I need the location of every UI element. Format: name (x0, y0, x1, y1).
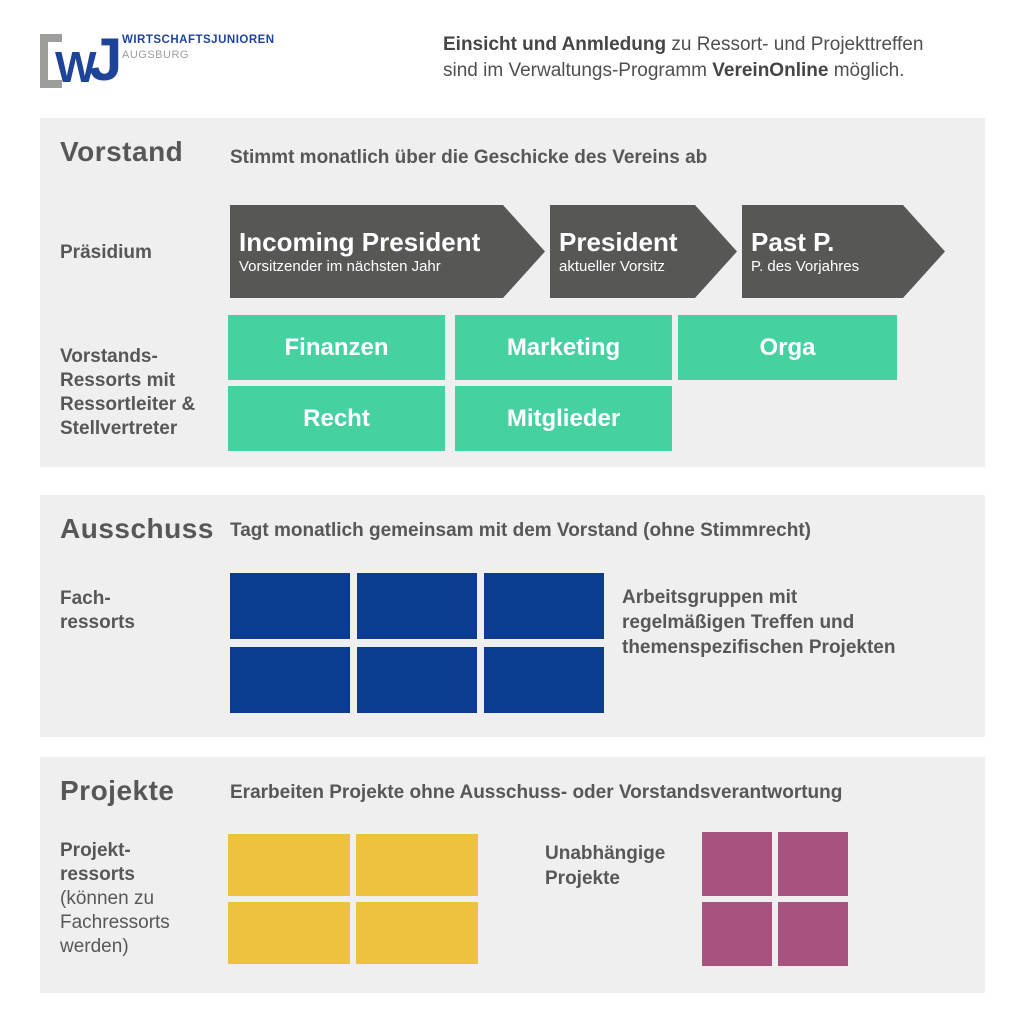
header-note-pre2: sind im Verwaltungs-Programm (443, 60, 713, 81)
arrow-past-president-subtitle: P. des Vorjahres (751, 257, 860, 275)
projektressorts-label: Projekt- ressorts (können zu Fachressort… (60, 839, 170, 959)
fachressort-box (230, 647, 350, 713)
section-ausschuss: Ausschuss Tagt monatlich gemeinsam mit d… (40, 495, 985, 737)
unabhaengige-projekte-label: Unabhängige Projekte (545, 843, 666, 889)
projektressort-box (356, 834, 478, 896)
arrow-incoming-president-title: Incoming President (239, 226, 481, 257)
logo-org-name: WIRTSCHAFTSJUNIOREN (122, 34, 275, 46)
independent-project-box (702, 832, 772, 896)
arrow-incoming-president: Incoming President Vorsitzender im nächs… (230, 205, 545, 298)
logo-wordmark: WIRTSCHAFTSJUNIOREN AUGSBURG (122, 34, 275, 62)
fachressort-box (230, 573, 350, 639)
wj-logo: W J (40, 30, 130, 105)
fachressort-box (357, 573, 477, 639)
projektressorts-label-bold: Projekt- ressorts (60, 840, 135, 885)
ressort-box-finanzen: Finanzen (228, 315, 445, 380)
projekte-subtitle: Erarbeiten Projekte ohne Ausschuss- oder… (230, 782, 843, 803)
fachressorts-grid (230, 573, 604, 713)
header-note-line1: Einsicht und Anmledung zu Ressort- und P… (443, 32, 923, 58)
ausschuss-title: Ausschuss (60, 513, 214, 544)
projektressorts-grid (228, 834, 478, 964)
header-note-line2: sind im Verwaltungs-Programm VereinOnlin… (443, 58, 923, 84)
fachressort-box (484, 573, 604, 639)
independent-project-box (778, 832, 848, 896)
vorstand-subtitle: Stimmt monatlich über die Geschicke des … (230, 147, 708, 168)
logo-letter-w: W (55, 43, 97, 92)
projektressort-box (228, 902, 350, 964)
ressort-box-recht: Recht (228, 386, 445, 451)
fachressort-box (484, 647, 604, 713)
header-note-post2: möglich. (828, 60, 905, 81)
ressort-box-orga: Orga (678, 315, 897, 380)
section-vorstand: Vorstand Stimmt monatlich über die Gesch… (40, 118, 985, 467)
ausschuss-subtitle: Tagt monatlich gemeinsam mit dem Vorstan… (230, 520, 811, 541)
praesidium-label: Präsidium (60, 242, 152, 263)
vorstands-ressorts-label: Vorstands- Ressorts mit Ressortleiter & … (60, 346, 196, 439)
arrow-incoming-president-subtitle: Vorsitzender im nächsten Jahr (239, 257, 441, 275)
projektressort-box (356, 902, 478, 964)
vorstand-title: Vorstand (60, 136, 184, 167)
section-projekte: Projekte Erarbeiten Projekte ohne Aussch… (40, 757, 985, 993)
arrow-president: President aktueller Vorsitz (550, 205, 737, 298)
ressort-box-mitglieder: Mitglieder (455, 386, 672, 451)
projektressorts-label-rest: (können zu Fachressorts werden) (60, 888, 170, 957)
logo-bracket-icon (40, 34, 62, 88)
fachressorts-note: Arbeitsgruppen mit regelmäßigen Treffen … (622, 587, 896, 658)
logo-letter-j: J (89, 26, 123, 93)
ressort-box-marketing: Marketing (455, 315, 672, 380)
projekte-title: Projekte (60, 775, 175, 806)
header-note-bold2: VereinOnline (712, 60, 829, 81)
header-note-rest1: zu Ressort- und Projekttreffen (666, 34, 924, 55)
fachressort-box (357, 647, 477, 713)
arrow-president-subtitle: aktueller Vorsitz (559, 257, 665, 275)
independent-project-box (702, 902, 772, 966)
fachressorts-label: Fach- ressorts (60, 588, 135, 633)
header-note: Einsicht und Anmledung zu Ressort- und P… (443, 32, 923, 84)
logo-org-city: AUGSBURG (122, 49, 189, 61)
projektressort-box (228, 834, 350, 896)
arrow-president-title: President (559, 226, 678, 257)
independent-project-box (778, 902, 848, 966)
arrow-past-president-title: Past P. (751, 226, 835, 257)
header-note-bold1: Einsicht und Anmledung (443, 34, 667, 55)
arrow-past-president: Past P. P. des Vorjahres (742, 205, 945, 298)
unabhaengige-projekte-grid (702, 832, 848, 966)
